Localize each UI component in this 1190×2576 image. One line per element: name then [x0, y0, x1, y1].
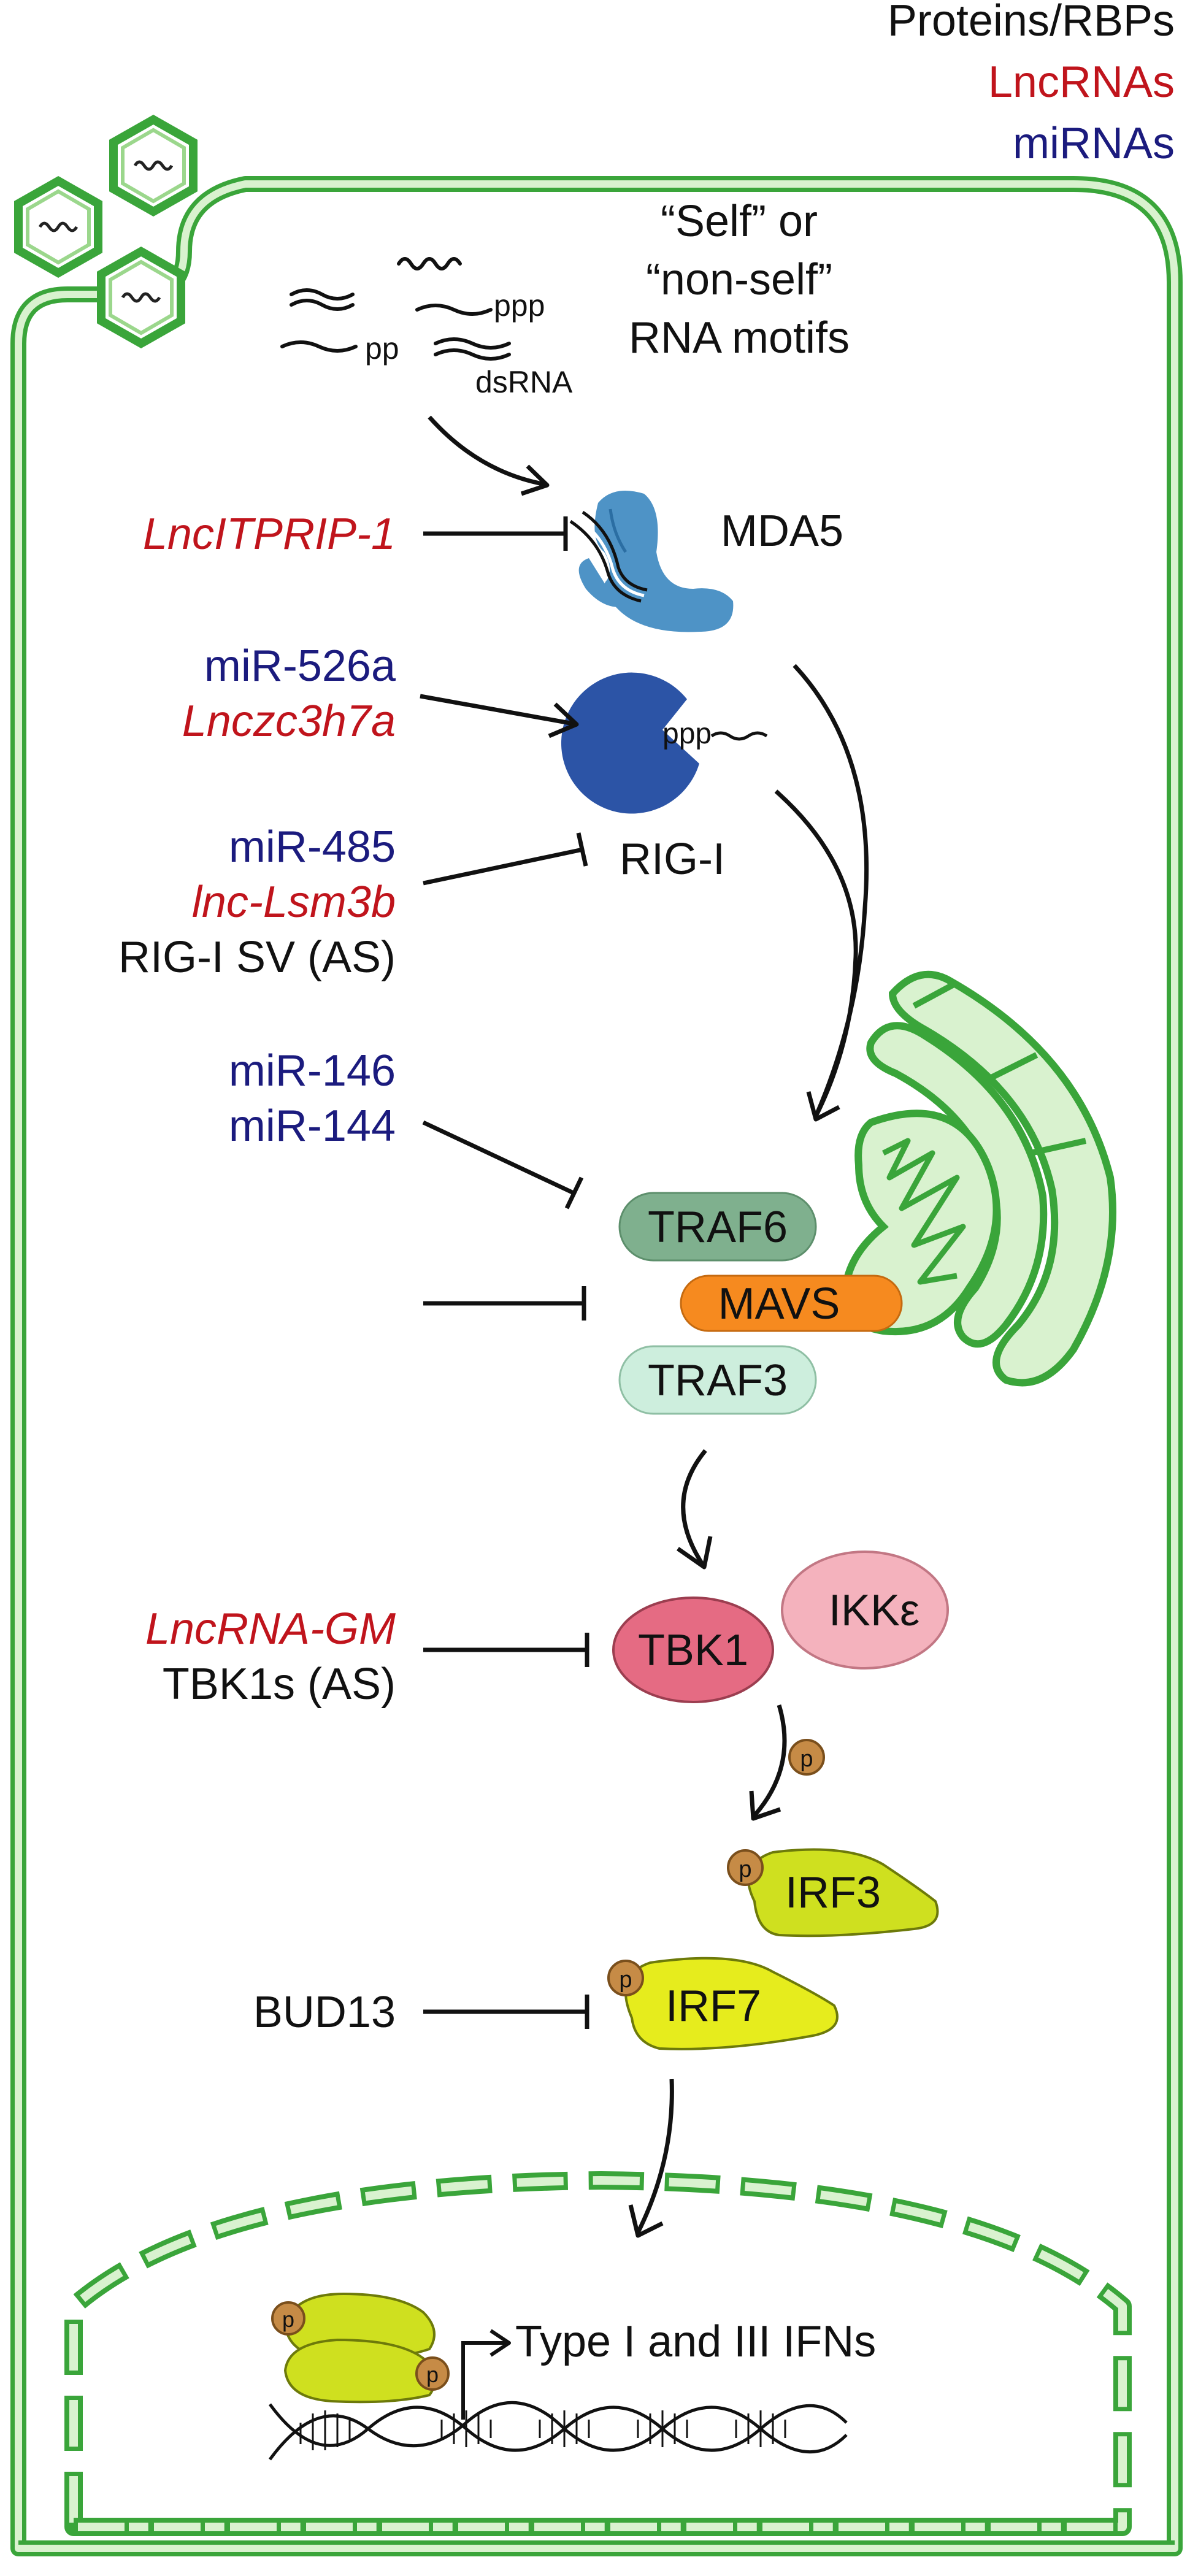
- phosphate-icon: [271, 2301, 305, 2336]
- arrowhead-icon: [489, 2329, 511, 2357]
- rigi-label: RIG-I: [620, 835, 725, 884]
- mir144-label: miR-144: [229, 1102, 396, 1151]
- transcription-start-arrow: [461, 2341, 506, 2420]
- rna-motifs-caption-1: “Self” or: [661, 197, 818, 246]
- rna-motifs-caption-2: “non-self”: [646, 255, 832, 304]
- rna-motifs: [280, 257, 511, 361]
- arrow-rna-to-mda5: [428, 415, 547, 487]
- virus-icon: [14, 175, 102, 278]
- ikke-label: IKKε: [829, 1586, 919, 1635]
- rna-hairpin-icon: [397, 257, 462, 270]
- rigi-ppp-label: ppp: [662, 718, 712, 750]
- lnczc3h7a-label: Lnczc3h7a: [182, 697, 396, 746]
- phosphate-label: p: [739, 1857, 751, 1882]
- inhibit-bar-icon: [576, 832, 588, 867]
- arrow-mda5-to-mavs: [793, 664, 869, 1117]
- legend: Proteins/RBPs LncRNAs miRNAs: [888, 0, 1175, 168]
- irf3-label: IRF3: [785, 1868, 881, 1917]
- mir485-label: miR-485: [229, 822, 396, 872]
- arrowhead-icon: [628, 2204, 664, 2238]
- ssrna-pp-icon: [280, 340, 358, 353]
- traf3-label: TRAF3: [648, 1356, 788, 1405]
- mavs-protein: [680, 1275, 903, 1332]
- traf3-protein: [618, 1345, 817, 1415]
- ifn-output-label: Type I and III IFNs: [515, 2317, 876, 2366]
- rna-motifs-caption-3: RNA motifs: [629, 313, 850, 362]
- phosphate-label: p: [282, 2307, 294, 2332]
- arrowhead-icon: [548, 702, 579, 738]
- dsrna-strand-icon: [434, 337, 511, 350]
- phosphate-icon: [788, 1739, 825, 1776]
- ikke-protein: [781, 1551, 949, 1669]
- dsrna-strand-icon: [290, 299, 355, 311]
- virus-icon: [97, 246, 185, 349]
- dna-helix-icon: [268, 2401, 848, 2461]
- mda5-protein: [569, 491, 734, 632]
- mda5-label: MDA5: [721, 507, 843, 556]
- rigisv-label: RIG-I SV (AS): [118, 933, 396, 982]
- mir526a-label: miR-526a: [204, 642, 396, 691]
- legend-mirnas: miRNAs: [1013, 119, 1175, 168]
- legend-lncrnas: LncRNAs: [988, 58, 1175, 107]
- ssrna-ppp-icon: [415, 304, 493, 316]
- irf3-protein: [747, 1848, 939, 1938]
- dsrna-strand-icon: [434, 348, 511, 361]
- cell-membrane: [10, 176, 1183, 2556]
- ppp-label: ppp: [494, 288, 545, 323]
- rigi-protein: [561, 672, 768, 814]
- arrow-traf3-to-tbk1: [681, 1449, 707, 1565]
- lnclsm3b-label: lnc-Lsm3b: [192, 878, 396, 927]
- arrowhead-icon: [520, 464, 550, 496]
- irf7-label: IRF7: [666, 1982, 761, 2031]
- tbk1s-label: TBK1s (AS): [163, 1660, 396, 1709]
- activate-line-rigi: [420, 694, 574, 726]
- inhibit-line-traf6: [422, 1120, 575, 1195]
- arrow-tbk1-to-irf3: [753, 1704, 787, 1817]
- legend-proteins: Proteins/RBPs: [888, 0, 1175, 45]
- inhibit-bar-icon: [564, 1176, 584, 1209]
- arrowhead-icon: [806, 1091, 840, 1122]
- irf-dimer-on-dna: p p: [271, 2292, 450, 2404]
- lncitprip-label: LncITPRIP-1: [143, 510, 396, 559]
- phosphate-label: p: [426, 2362, 439, 2387]
- lncrnagm-label: LncRNA-GM: [145, 1604, 396, 1654]
- phosphate-icon: [727, 1849, 764, 1886]
- phosphate-icon: [607, 1960, 644, 1996]
- nucleus: [64, 2171, 1132, 2536]
- phosphate-label: p: [619, 1967, 632, 1993]
- arrowhead-icon: [749, 1790, 781, 1821]
- bud13-label: BUD13: [253, 1988, 396, 2037]
- arrowhead-icon: [676, 1536, 713, 1570]
- mir146-label: miR-146: [229, 1046, 396, 1095]
- phosphate-icon: [415, 2356, 450, 2391]
- mavs-label: MAVS: [718, 1279, 840, 1328]
- virus-particles: [14, 114, 198, 349]
- tbk1-label: TBK1: [638, 1626, 748, 1675]
- dsrna-label: dsRNA: [475, 365, 573, 399]
- tbk1-protein: [612, 1597, 774, 1703]
- arrow-rigi-to-mavs: [774, 789, 858, 1117]
- virus-icon: [109, 114, 198, 217]
- inhibit-line-rigi: [423, 847, 583, 886]
- traf6-label: TRAF6: [648, 1203, 788, 1252]
- irf7-protein: [624, 1957, 839, 2050]
- arrow-irf7-to-nucleus: [635, 2079, 674, 2234]
- traf6-protein: [618, 1192, 817, 1262]
- dsrna-strand-icon: [290, 288, 355, 301]
- phosphate-label: p: [800, 1746, 813, 1772]
- pp-label: pp: [365, 331, 399, 366]
